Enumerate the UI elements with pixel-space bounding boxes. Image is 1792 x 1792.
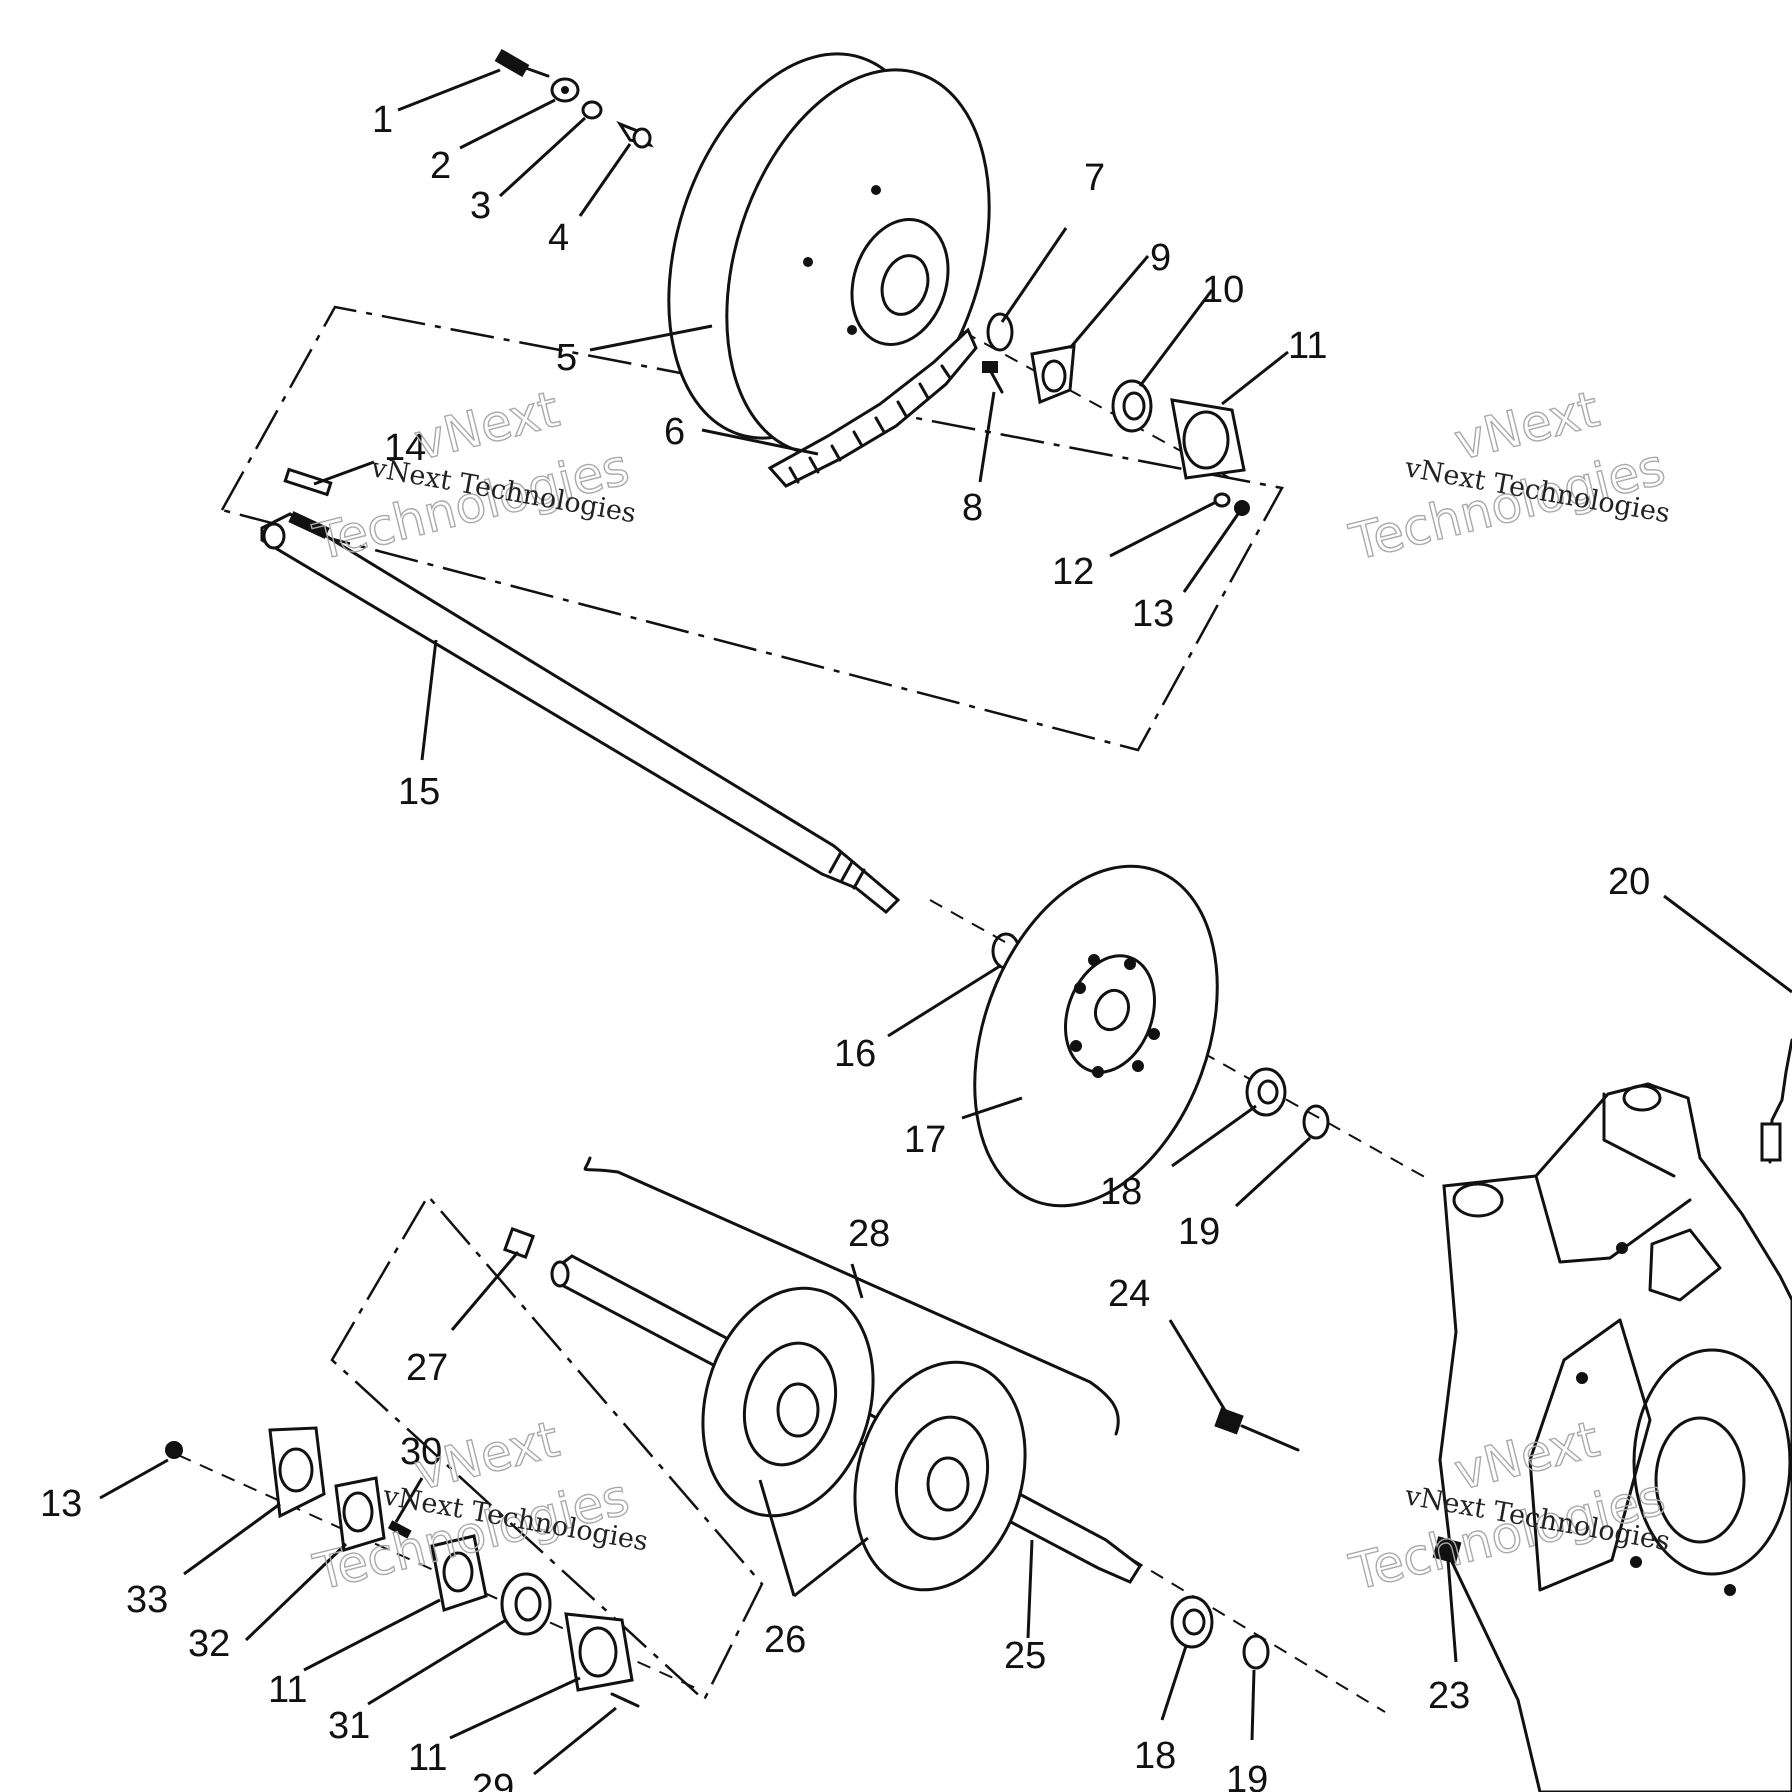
callout-18-lower: 18	[1134, 1735, 1176, 1777]
callout-12: 12	[1052, 551, 1094, 593]
callout-24: 24	[1108, 1273, 1150, 1315]
chain-links	[788, 364, 952, 484]
callout-5: 5	[556, 337, 577, 379]
callout-20: 20	[1608, 861, 1650, 903]
item-31-bearing	[500, 1572, 552, 1636]
item-18-bearing-upper	[1245, 1067, 1287, 1117]
item-23-plug	[1432, 1536, 1462, 1564]
callout-11-upper: 11	[1288, 325, 1327, 367]
callout-6: 6	[664, 411, 685, 453]
callout-4: 4	[548, 217, 569, 259]
callout-27: 27	[406, 1347, 448, 1389]
item-17-drive-disc	[973, 864, 1219, 1208]
item-4-spacer	[616, 120, 654, 149]
callout-33: 33	[126, 1579, 168, 1621]
callout-3: 3	[470, 185, 491, 227]
item-9-flange	[1030, 344, 1076, 405]
callout-7: 7	[1084, 157, 1105, 199]
callout-25: 25	[1004, 1635, 1046, 1677]
callout-15: 15	[398, 771, 440, 813]
lower-group-outline	[330, 1193, 764, 1703]
callout-23: 23	[1428, 1675, 1470, 1717]
item-8-bolt-head	[982, 361, 998, 373]
callout-19-upper: 19	[1178, 1211, 1220, 1253]
item-13-nut-upper	[1234, 500, 1250, 516]
callout-11-lower-a: 11	[268, 1669, 307, 1711]
item-8-bolt	[988, 368, 1004, 394]
item-11-flange-lower-a	[430, 1534, 488, 1612]
callout-10: 10	[1202, 269, 1244, 311]
item-32-gasket	[334, 1476, 386, 1552]
callout-numbers: 1 2 3 4 5 6 7 8 9 10 11 12 13 14 15 16 1…	[40, 99, 1650, 1792]
item-5-brake-disc	[667, 52, 991, 456]
item-2-washer	[550, 77, 580, 103]
jackshaft-end	[550, 1260, 570, 1288]
watermark-top-right: vNext Technologies vNext Technologies	[1343, 379, 1672, 572]
item-6-chain	[767, 327, 978, 488]
callout-11-lower-b: 11	[408, 1737, 447, 1779]
item-19-oring-upper	[1302, 1104, 1330, 1140]
callout-29: 29	[472, 1767, 514, 1792]
item-18-bearing-lower	[1170, 1595, 1214, 1649]
item-14-key	[283, 467, 333, 497]
chaincase-housing	[1438, 1082, 1792, 1792]
callout-14: 14	[384, 427, 426, 469]
item-28-bracket	[583, 1156, 1120, 1436]
item-30-bolt	[387, 1520, 412, 1539]
item-24-bolt	[1214, 1407, 1300, 1452]
callout-17: 17	[904, 1119, 946, 1161]
item-3-lockwasher	[581, 100, 603, 120]
callout-31: 31	[328, 1705, 370, 1747]
item-26-sprocket-right	[853, 1360, 1027, 1592]
item-13-nut-lower	[165, 1441, 183, 1459]
item-1-bolt	[494, 48, 550, 78]
callout-2: 2	[430, 145, 451, 187]
callout-8: 8	[962, 487, 983, 529]
callout-13-upper: 13	[1132, 593, 1174, 635]
callout-18-upper: 18	[1100, 1171, 1142, 1213]
item-12-washer	[1213, 492, 1231, 508]
upper-group-outline	[220, 305, 1284, 752]
item-29-bolt	[610, 1692, 640, 1708]
watermark-top-left: vNext Technologies vNext Technologies	[307, 379, 638, 572]
item-20-fitting	[1760, 1122, 1782, 1162]
callout-13-lower: 13	[40, 1483, 82, 1525]
item-19-oring-lower	[1242, 1634, 1270, 1670]
item-10-bearing	[1111, 379, 1153, 433]
item-11-flange-lower-b	[564, 1612, 634, 1692]
callout-26: 26	[764, 1619, 806, 1661]
callout-19-lower: 19	[1226, 1759, 1268, 1792]
leader-lines	[99, 68, 1792, 1776]
item-11-flange-upper	[1170, 398, 1246, 480]
callout-32: 32	[188, 1623, 230, 1665]
item-15-shaft	[260, 511, 901, 915]
callout-1: 1	[372, 99, 393, 141]
callout-30: 30	[400, 1431, 442, 1473]
callout-9: 9	[1150, 237, 1171, 279]
item-33-flange	[268, 1426, 326, 1519]
item-26-sprocket-left	[701, 1286, 875, 1518]
item-7-washer	[986, 312, 1014, 352]
callout-28: 28	[848, 1213, 890, 1255]
callout-16: 16	[834, 1033, 876, 1075]
